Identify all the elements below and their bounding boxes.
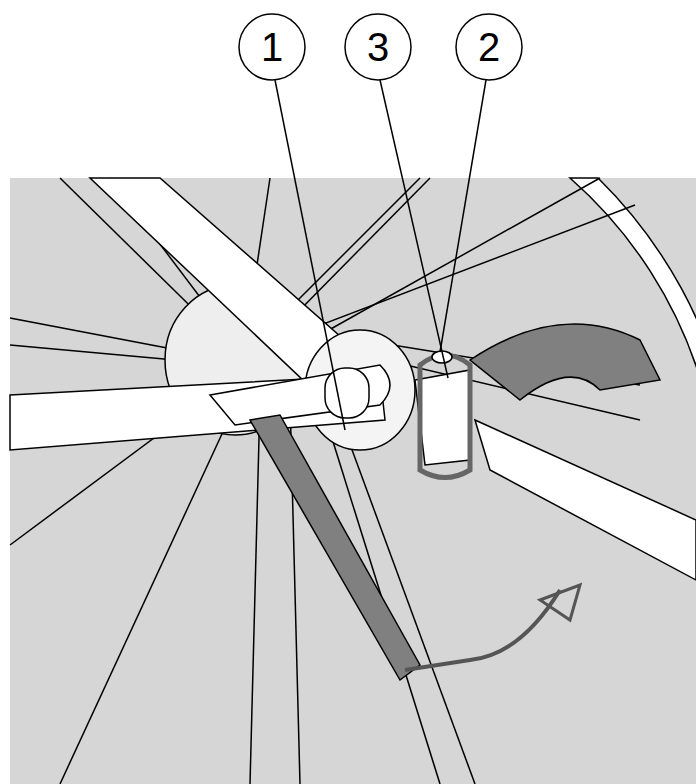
safety-band	[420, 355, 470, 478]
trailer-arm	[475, 420, 696, 580]
lever-cam	[325, 368, 369, 418]
quick-release-lever	[210, 365, 390, 425]
rubber-flap	[470, 324, 660, 400]
carabiner-hook	[540, 585, 580, 620]
carabiner	[405, 590, 560, 670]
hitch-coupling	[415, 370, 470, 465]
callout-number: 3	[345, 14, 411, 80]
callout-number: 2	[456, 14, 522, 80]
callout-number: 1	[239, 14, 305, 80]
wheel-rim	[570, 178, 696, 700]
safety-strap	[250, 415, 420, 680]
leader-lines	[275, 80, 486, 430]
background	[10, 178, 696, 784]
callout-circles	[239, 14, 522, 80]
